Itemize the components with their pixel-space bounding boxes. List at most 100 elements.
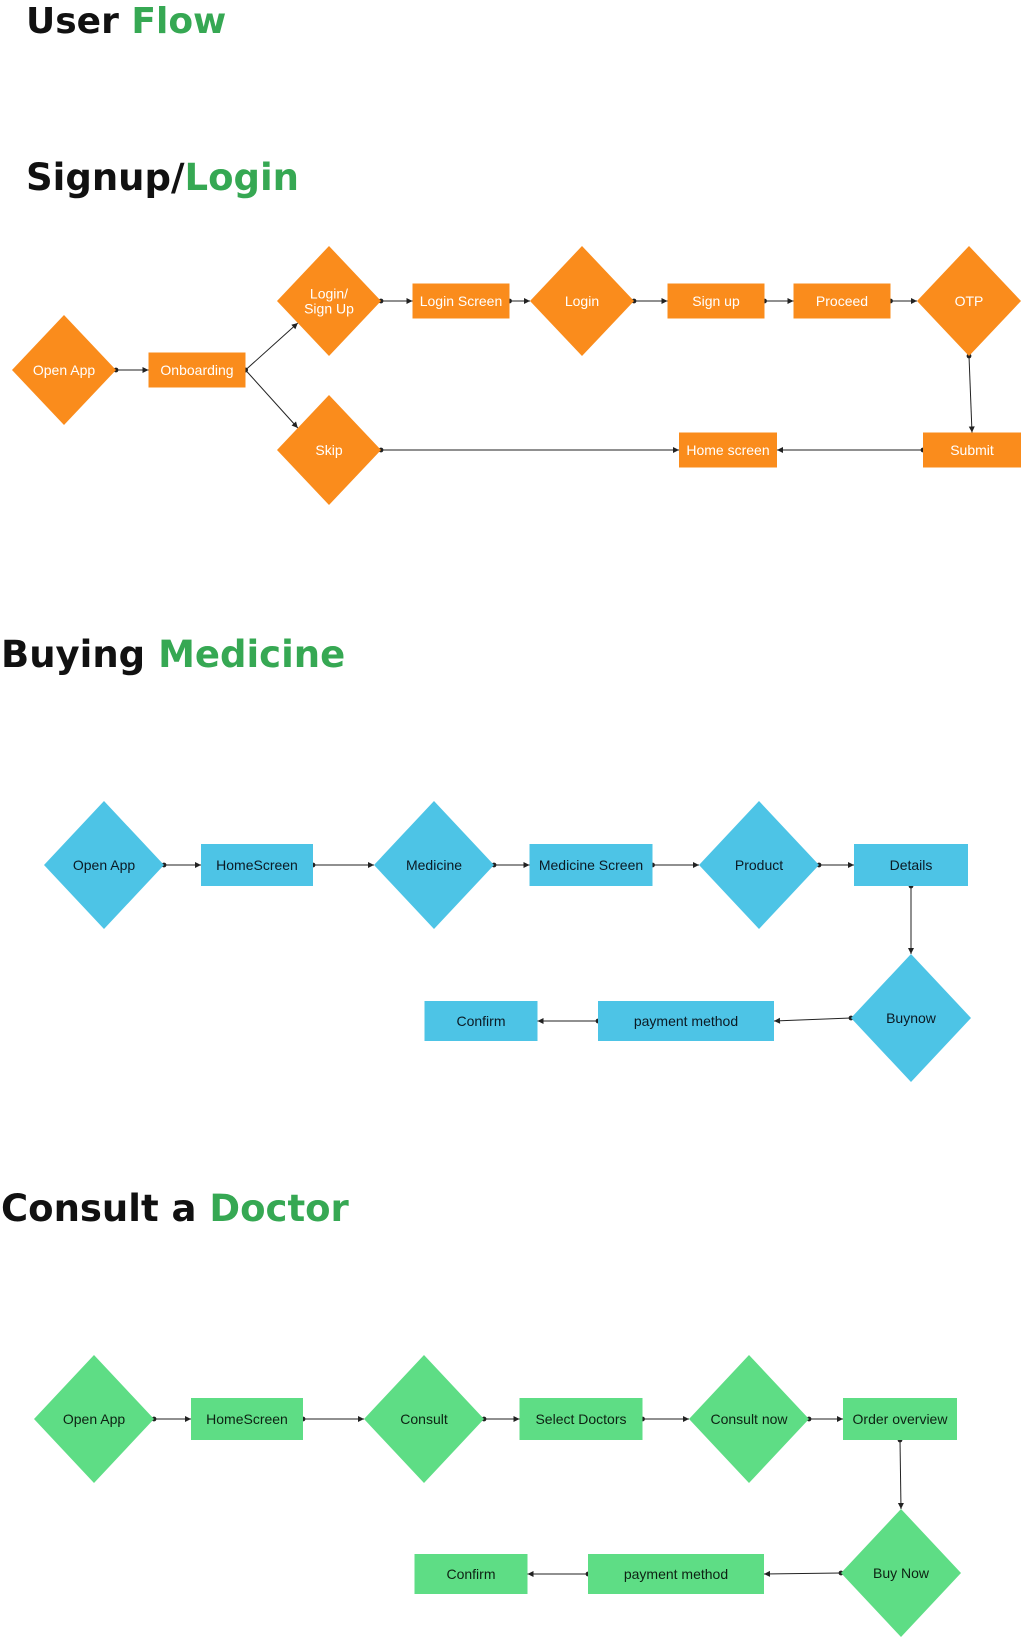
connectors-layer — [113, 298, 975, 1577]
flow-node-c-consultnow: Consult now — [689, 1355, 809, 1483]
decision-diamond-shape — [277, 246, 381, 356]
connector-s_skip-to-s_home — [378, 447, 679, 453]
flow-node-s-submit: Submit — [923, 432, 1021, 468]
node-label: Select Doctors — [535, 1411, 626, 1427]
connector-line — [245, 322, 299, 371]
node-label: Consult now — [710, 1411, 788, 1427]
decision-diamond-shape — [277, 395, 381, 505]
process-box-shape — [843, 1398, 957, 1440]
connector-b_medicine-to-b_medscreen — [491, 862, 530, 868]
connector-c_payment-to-c_confirm — [527, 1571, 591, 1577]
connector-b_details-to-b_buynow — [908, 883, 914, 954]
process-box-shape — [854, 844, 968, 886]
node-label: OTP — [955, 293, 984, 309]
connector-arrowhead-icon — [527, 1571, 534, 1577]
connector-arrowhead-icon — [661, 298, 668, 304]
connector-s_loginsignup-to-s_loginscreen — [378, 298, 413, 304]
flow-node-s-otp: OTP — [917, 246, 1021, 356]
connector-arrowhead-icon — [968, 426, 975, 433]
connector-b_medscreen-to-b_product — [650, 862, 699, 868]
connector-b_buynow-to-b_payment — [773, 1015, 854, 1024]
node-label: Open App — [73, 857, 135, 873]
process-box-shape — [201, 844, 313, 886]
process-box-shape — [529, 844, 653, 886]
section-title-prefix: Consult a — [1, 1187, 197, 1230]
decision-diamond-shape — [44, 801, 164, 929]
flow-node-s-home: Home screen — [679, 432, 777, 468]
connector-arrowhead-icon — [291, 323, 298, 330]
connector-arrowhead-icon — [142, 367, 149, 373]
decision-diamond-shape — [374, 801, 494, 929]
process-box-shape — [191, 1398, 303, 1440]
process-box-shape — [793, 283, 891, 319]
flow-node-s-loginscreen: Login Screen — [412, 283, 510, 319]
connector-arrowhead-icon — [848, 862, 854, 868]
connector-s_submit-to-s_home — [777, 447, 926, 453]
decision-diamond-shape — [12, 315, 116, 425]
node-label: Confirm — [446, 1566, 495, 1582]
process-box-shape — [148, 352, 246, 388]
section-title-accent: Login — [184, 156, 300, 199]
connector-line — [763, 1572, 842, 1575]
node-label: payment method — [634, 1013, 738, 1029]
connector-arrowhead-icon — [524, 298, 530, 304]
connector-line — [773, 1017, 852, 1022]
node-label: Skip — [315, 442, 342, 458]
node-label: Order overview — [853, 1411, 949, 1427]
flow-node-c-home: HomeScreen — [191, 1398, 303, 1440]
flow-node-b-medscreen: Medicine Screen — [529, 844, 653, 886]
process-box-shape — [667, 283, 765, 319]
node-label: Details — [890, 857, 933, 873]
decision-diamond-shape — [530, 246, 634, 356]
connector-arrowhead-icon — [787, 298, 794, 304]
flow-node-b-medicine: Medicine — [374, 801, 494, 929]
flow-node-s-signup: Sign up — [667, 283, 765, 319]
connector-c_buynow-to-c_payment — [763, 1570, 844, 1577]
flow-node-b-buynow: Buynow — [851, 954, 971, 1082]
process-box-shape — [923, 432, 1021, 468]
page-title: User Flow — [26, 4, 226, 40]
connector-arrowhead-icon — [777, 447, 783, 453]
connector-b_payment-to-b_confirm — [537, 1018, 601, 1024]
connector-c_consult-to-c_select — [481, 1416, 520, 1422]
connector-arrowhead-icon — [911, 298, 917, 304]
connector-arrowhead-icon — [683, 1416, 689, 1422]
flow-node-b-product: Product — [699, 801, 819, 929]
connector-c_open-to-c_home — [151, 1416, 191, 1422]
connector-s_otp-to-s_submit — [966, 353, 975, 433]
connector-arrowhead-icon — [406, 298, 413, 304]
connector-arrowhead-icon — [513, 1416, 520, 1422]
nodes-layer: Open App Onboarding Login/Sign Up Skip Login… — [12, 246, 1021, 1637]
connector-arrowhead-icon — [185, 1416, 191, 1422]
node-label: Consult — [400, 1411, 448, 1427]
connector-arrowhead-icon — [908, 948, 914, 954]
connector-line — [899, 1439, 902, 1510]
connector-arrowhead-icon — [774, 1017, 781, 1024]
connector-arrowhead-icon — [358, 1416, 364, 1422]
decision-diamond-shape — [851, 954, 971, 1082]
node-label: Open App — [33, 362, 95, 378]
flow-node-c-payment: payment method — [588, 1554, 764, 1594]
connector-c_home-to-c_consult — [300, 1416, 364, 1422]
flow-node-c-open: Open App — [34, 1355, 154, 1483]
flow-node-s-onboard: Onboarding — [148, 352, 246, 388]
flow-node-s-open: Open App — [12, 315, 116, 425]
flow-node-c-order: Order overview — [843, 1398, 957, 1440]
process-box-shape — [679, 432, 777, 468]
decision-diamond-shape — [689, 1355, 809, 1483]
connector-line — [245, 369, 299, 429]
section-title-consult: Consult a Doctor — [1, 1190, 349, 1227]
connector-arrowhead-icon — [837, 1416, 843, 1422]
decision-diamond-shape — [34, 1355, 154, 1483]
node-label: Home screen — [686, 442, 769, 458]
section-title-prefix: Buying — [1, 633, 146, 676]
section-title-buying: Buying Medicine — [1, 636, 345, 673]
connector-b_open-to-b_home — [161, 862, 201, 868]
section-title-prefix: Signup/ — [26, 156, 185, 199]
decision-diamond-shape — [364, 1355, 484, 1483]
decision-diamond-shape — [841, 1509, 961, 1637]
decision-diamond-shape — [917, 246, 1021, 356]
connector-b_home-to-b_medicine — [310, 862, 374, 868]
flow-node-s-loginsignup: Login/Sign Up — [277, 246, 381, 356]
